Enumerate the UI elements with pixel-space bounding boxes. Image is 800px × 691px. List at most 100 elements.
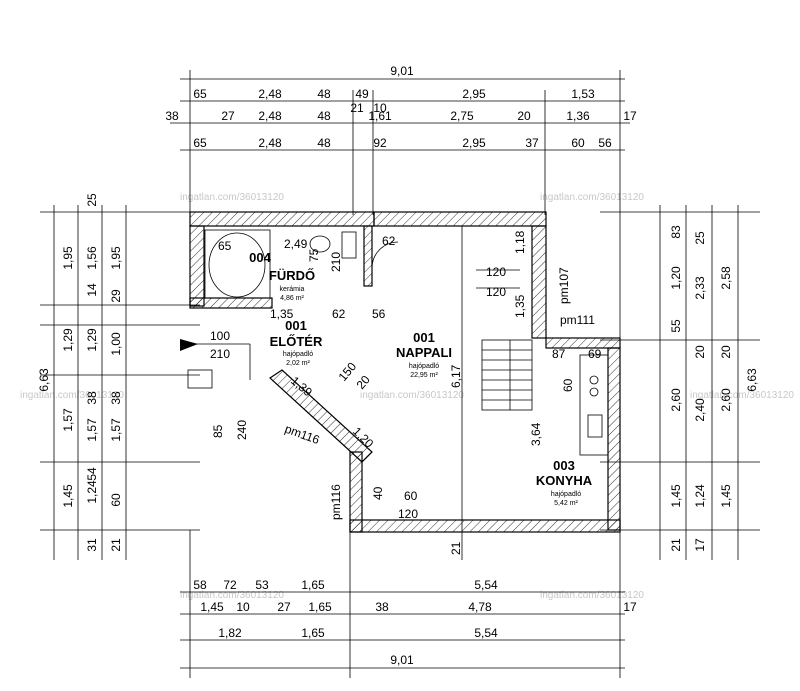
dim-label: 87 [552,347,566,361]
dim-label: 60 [571,136,585,150]
dim-label: 40 [371,486,385,500]
dim-label: 2,60 [719,388,733,412]
pm-label: pm116 [329,484,343,520]
dim-label: 1,65 [301,626,325,640]
dim-label: 210 [329,252,343,272]
dim-label: 49 [355,87,369,101]
dim-top-total: 9,01 [390,64,414,78]
dim-label: 58 [193,578,207,592]
dim-label: 17 [693,538,707,552]
dim-right-total: 6,63 [745,368,759,392]
dim-label: 6,17 [449,364,463,388]
dim-label: 1,53 [571,87,595,101]
dim-label: 2,48 [258,136,282,150]
dim-label: 72 [223,578,237,592]
dim-label: 54 [85,467,99,481]
dim-label: 62 [332,307,346,321]
dim-label: 48 [317,109,331,123]
dim-label: 1,45 [719,484,733,508]
furdo-floor: kerámia [280,286,305,293]
dim-label: 17 [623,600,637,614]
dim-label: 21 [669,538,683,552]
dim-label: 120 [398,507,418,521]
dim-label: 3,64 [529,422,543,446]
dim-bottom-total: 9,01 [390,653,414,667]
dim-label: 2,58 [719,266,733,290]
dim-label: 48 [317,136,331,150]
dimension-lines [40,70,760,678]
dim-label: 1,24 [693,484,707,508]
dim-label: 100 [210,329,230,343]
watermark: ingatlan.com/36013120 [180,192,284,203]
furdo-number: 004 [249,250,271,265]
dim-label: 20 [719,345,733,359]
dim-label: 38 [165,109,179,123]
eloter-name: ELŐTÉR [270,334,323,349]
dim-label: 210 [210,347,230,361]
dim-label: 60 [109,493,123,507]
dim-label: 1,95 [61,246,75,270]
dim-label: 37 [525,136,539,150]
dim-label: 2,95 [462,87,486,101]
interior-lines [184,226,609,530]
dim-label: 2,49 [284,237,308,251]
konyha-name: KONYHA [536,473,593,488]
dim-label: 120 [486,285,506,299]
nappali-floor: hajópadló [409,363,439,370]
dim-label: 10 [373,101,387,115]
dim-left-total: 6,63 [37,368,51,392]
watermark: ingatlan.com/36013120 [690,390,794,401]
walls [189,211,621,533]
dim-label: 1,61 [368,109,392,123]
dim-label: 2,40 [693,398,707,422]
room-labels: 004 FÜRDŐ kerámia 4,86 m² 001 ELŐTÉR haj… [249,250,593,507]
dim-label: 1,20 [669,266,683,290]
dim-label: 2,75 [450,109,474,123]
dim-label: 92 [373,136,387,150]
dim-label: 29 [109,289,123,303]
nappali-number: 001 [413,330,435,345]
konyha-floor: hajópadló [551,491,581,498]
watermark: ingatlan.com/36013120 [540,192,644,203]
pm-label: pm107 [557,267,571,304]
dim-label: 75 [307,248,321,262]
dim-label: 1,45 [61,484,75,508]
dim-label: 69 [588,347,602,361]
dim-label: 65 [218,239,232,253]
dim-label: 21 [109,538,123,552]
dim-label: 2,60 [669,388,683,412]
dim-label: 20 [693,345,707,359]
nappali-area: 22,95 m² [410,372,438,379]
dim-label: 1,82 [218,626,242,640]
dim-label: 1,35 [513,294,527,318]
dim-label: 1,56 [85,246,99,270]
dim-label: 65 [193,136,207,150]
dim-label: 21 [449,541,463,555]
dim-label: 14 [85,283,99,297]
eloter-floor: hajópadló [283,351,313,358]
furdo-name: FÜRDŐ [269,268,315,283]
entrance-arrow [180,339,198,351]
dim-label: 48 [317,87,331,101]
dim-label: 1,24 [85,480,99,504]
dim-label: 1,45 [669,484,683,508]
dim-label: 31 [85,538,99,552]
dim-label: 17 [623,109,637,123]
dim-label: 38 [85,391,99,405]
dim-label: 120 [486,265,506,279]
watermarks: ingatlan.com/36013120 ingatlan.com/36013… [20,192,794,601]
dim-label: 25 [85,193,99,207]
dim-label: 1,35 [270,307,294,321]
dim-label: 1,57 [61,408,75,432]
dim-label: 56 [598,136,612,150]
dim-label: 2,33 [693,276,707,300]
dim-label: 38 [109,391,123,405]
dimension-texts: 9,01 65 2,48 48 21 10 2,95 1,53 49 38 27… [37,64,759,667]
dim-label: 55 [669,319,683,333]
dim-label: 1,65 [301,578,325,592]
watermark: ingatlan.com/36013120 [540,590,644,601]
dim-label: 56 [372,307,386,321]
dim-label: 62 [382,234,396,248]
watermark: ingatlan.com/36013120 [20,390,124,401]
